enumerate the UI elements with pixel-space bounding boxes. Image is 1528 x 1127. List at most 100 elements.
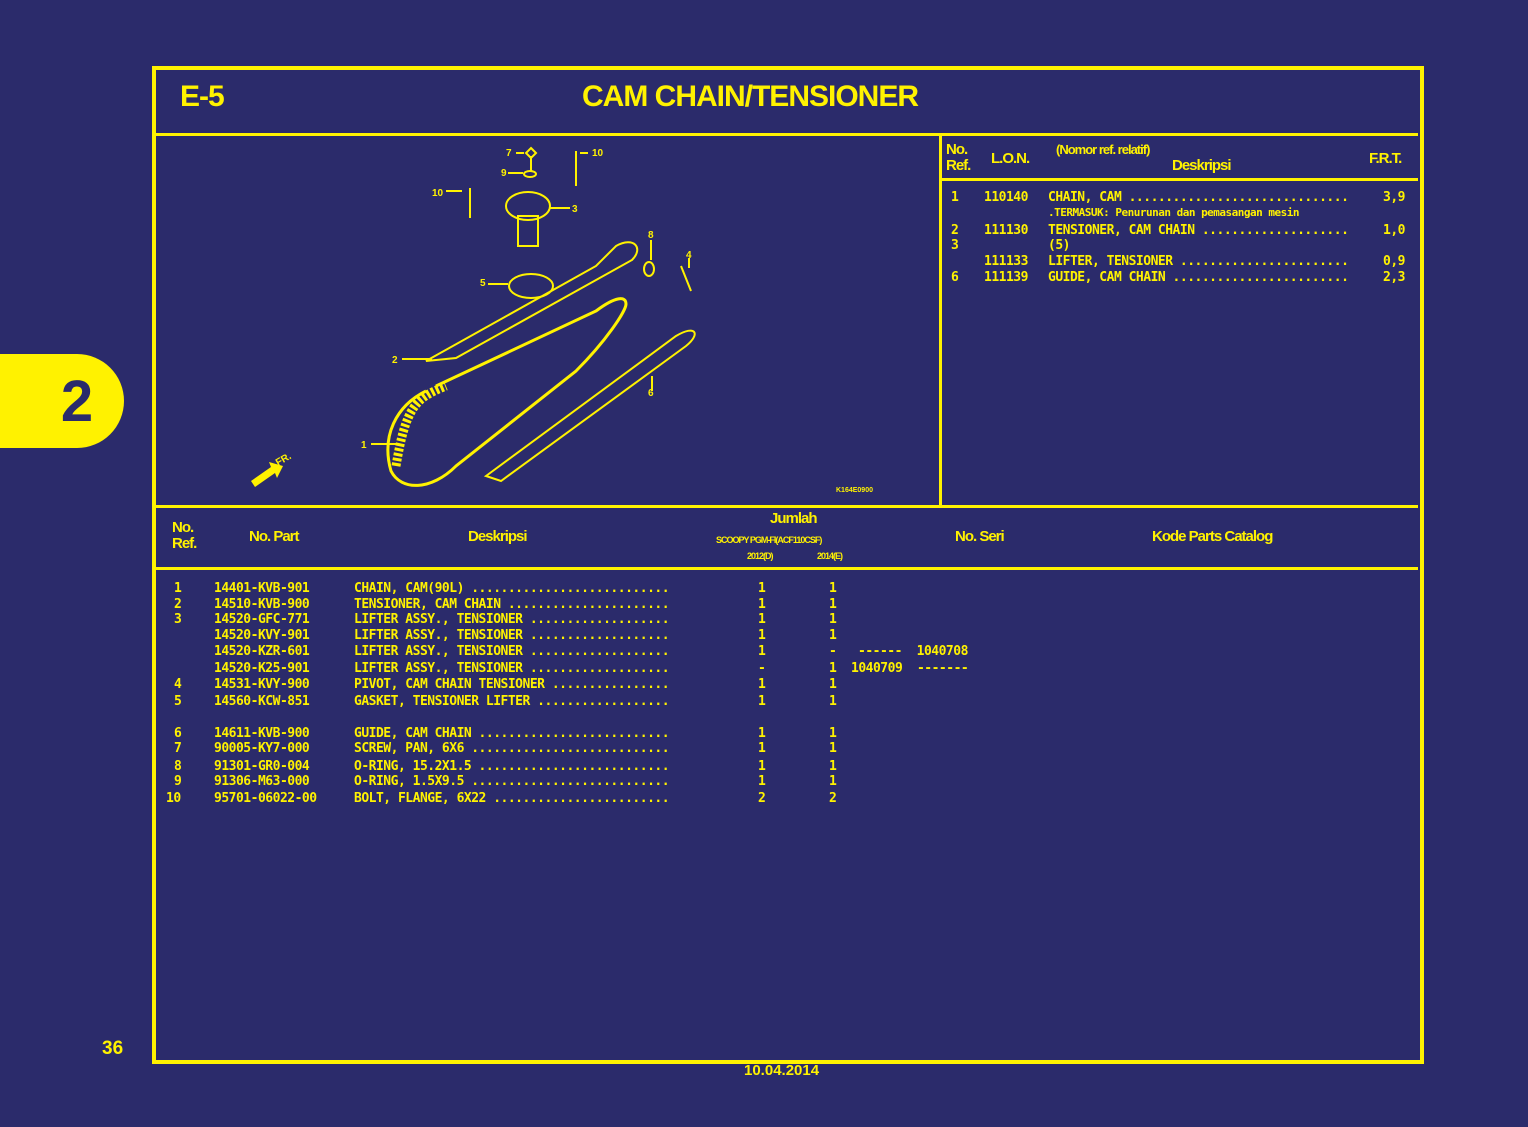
qty-2012: 1 bbox=[758, 677, 766, 692]
parts-header-desc: Deskripsi bbox=[468, 528, 528, 545]
qty-2012: 1 bbox=[758, 726, 766, 741]
part-number: 14520-KZR-601 bbox=[214, 644, 310, 659]
part-ref: 10 bbox=[166, 791, 181, 806]
qty-2014: - bbox=[829, 644, 837, 659]
part-ref: 6 bbox=[174, 726, 182, 741]
divider bbox=[154, 133, 1418, 136]
part-description: LIFTER ASSY., TENSIONER ................… bbox=[354, 628, 670, 643]
part-description: CHAIN, CAM(90L) ........................… bbox=[354, 581, 670, 596]
part-ref: 4 bbox=[174, 677, 182, 692]
parts-header-catalog: Kode Parts Catalog bbox=[1152, 528, 1273, 545]
part-number: 95701-06022-00 bbox=[214, 791, 317, 806]
qty-2012: 1 bbox=[758, 774, 766, 789]
parts-header-ref: No. Ref. bbox=[172, 519, 197, 552]
callout: 9 bbox=[501, 168, 507, 179]
figure-code: K164E0900 bbox=[836, 487, 873, 494]
parts-header-serial: No. Seri bbox=[955, 528, 1005, 545]
part-number: 91301-GR0-004 bbox=[214, 759, 310, 774]
callout: 10 bbox=[592, 148, 604, 159]
frt-header-lon: L.O.N. bbox=[991, 150, 1030, 167]
frt-desc: TENSIONER, CAM CHAIN ...................… bbox=[1048, 223, 1349, 238]
part-ref: 1 bbox=[174, 581, 182, 596]
parts-header-part: No. Part bbox=[249, 528, 300, 545]
front-arrow-icon bbox=[251, 462, 283, 487]
part-ref: 8 bbox=[174, 759, 182, 774]
part-number: 14560-KCW-851 bbox=[214, 694, 310, 709]
callout: 6 bbox=[648, 388, 654, 399]
part-description: LIFTER ASSY., TENSIONER ................… bbox=[354, 644, 670, 659]
page-title: CAM CHAIN/TENSIONER bbox=[582, 80, 919, 113]
part-number: 14401-KVB-901 bbox=[214, 581, 310, 596]
part-description: LIFTER ASSY., TENSIONER ................… bbox=[354, 612, 670, 627]
qty-2012: 1 bbox=[758, 694, 766, 709]
part-description: PIVOT, CAM CHAIN TENSIONER .............… bbox=[354, 677, 670, 692]
frt-header-ref: No. Ref. bbox=[946, 141, 971, 174]
part-ref: 9 bbox=[174, 774, 182, 789]
part-description: GASKET, TENSIONER LIFTER ...............… bbox=[354, 694, 670, 709]
cam-chain bbox=[386, 297, 628, 487]
frt-desc: GUIDE, CAM CHAIN .......................… bbox=[1048, 270, 1349, 285]
frt-value: 0,9 bbox=[1383, 254, 1405, 269]
frt-ref: 2 bbox=[951, 223, 959, 238]
callout: 4 bbox=[686, 250, 692, 261]
frt-desc: LIFTER, TENSIONER ......................… bbox=[1048, 254, 1349, 269]
frt-header-frt: F.R.T. bbox=[1369, 150, 1402, 167]
part-description: LIFTER ASSY., TENSIONER ................… bbox=[354, 661, 670, 676]
part-description: O-RING, 15.2X1.5 .......................… bbox=[354, 759, 670, 774]
part-number: 14520-GFC-771 bbox=[214, 612, 310, 627]
part-ref: 3 bbox=[174, 612, 182, 627]
qty-2014: 1 bbox=[829, 581, 837, 596]
parts-header-qty: Jumlah bbox=[770, 510, 818, 527]
tensioner-arm bbox=[425, 241, 639, 362]
part-description: SCREW, PAN, 6X6 ........................… bbox=[354, 741, 670, 756]
parts-header-year-2012: 2012(D) bbox=[747, 551, 773, 561]
cam-chain-guide bbox=[483, 329, 696, 483]
part-number: 14510-KVB-900 bbox=[214, 597, 310, 612]
divider bbox=[154, 567, 1418, 570]
qty-2014: 1 bbox=[829, 628, 837, 643]
callout: 2 bbox=[392, 355, 398, 366]
qty-2012: 1 bbox=[758, 597, 766, 612]
part-description: TENSIONER, CAM CHAIN ...................… bbox=[354, 597, 670, 612]
serial-number: 1040709 ------- bbox=[851, 661, 969, 676]
divider bbox=[939, 134, 942, 506]
frt-value: 2,3 bbox=[1383, 270, 1405, 285]
section-number: 2 bbox=[60, 368, 94, 434]
serial-number: ------ 1040708 bbox=[858, 644, 968, 659]
callout: 10 bbox=[432, 188, 444, 199]
qty-2012: 1 bbox=[758, 644, 766, 659]
frt-header-note: (Nomor ref. relatif) bbox=[1056, 142, 1150, 157]
part-description: GUIDE, CAM CHAIN .......................… bbox=[354, 726, 670, 741]
parts-header-year-2014: 2014(E) bbox=[817, 551, 843, 561]
frt-lon: 110140 bbox=[984, 190, 1028, 205]
section-tab[interactable]: 2 bbox=[0, 354, 124, 448]
publication-date: 10.04.2014 bbox=[744, 1062, 820, 1079]
part-ref: 2 bbox=[174, 597, 182, 612]
qty-2012: - bbox=[758, 661, 766, 676]
part-number: 14611-KVB-900 bbox=[214, 726, 310, 741]
callout: 8 bbox=[648, 230, 654, 241]
qty-2012: 2 bbox=[758, 791, 766, 806]
qty-2014: 1 bbox=[829, 597, 837, 612]
frt-desc: (5) bbox=[1048, 238, 1070, 253]
qty-2012: 1 bbox=[758, 741, 766, 756]
part-number: 14520-KVY-901 bbox=[214, 628, 310, 643]
divider bbox=[154, 505, 1418, 508]
qty-2012: 1 bbox=[758, 628, 766, 643]
frt-ref: 6 bbox=[951, 270, 959, 285]
frt-lon: 111130 bbox=[984, 223, 1028, 238]
qty-2014: 1 bbox=[829, 677, 837, 692]
part-number: 14520-K25-901 bbox=[214, 661, 310, 676]
parts-header-model: SCOOPY PGM-FI(ACF110CSF) bbox=[716, 535, 822, 545]
qty-2014: 1 bbox=[829, 612, 837, 627]
frt-value: 3,9 bbox=[1383, 190, 1405, 205]
qty-2014: 1 bbox=[829, 694, 837, 709]
frt-ref: 3 bbox=[951, 238, 959, 253]
part-ref: 5 bbox=[174, 694, 182, 709]
page-number: 36 bbox=[102, 1038, 124, 1059]
part-number: 91306-M63-000 bbox=[214, 774, 310, 789]
callout: 5 bbox=[480, 278, 486, 289]
frt-lon: 111139 bbox=[984, 270, 1028, 285]
frt-ref: 1 bbox=[951, 190, 959, 205]
qty-2012: 1 bbox=[758, 612, 766, 627]
